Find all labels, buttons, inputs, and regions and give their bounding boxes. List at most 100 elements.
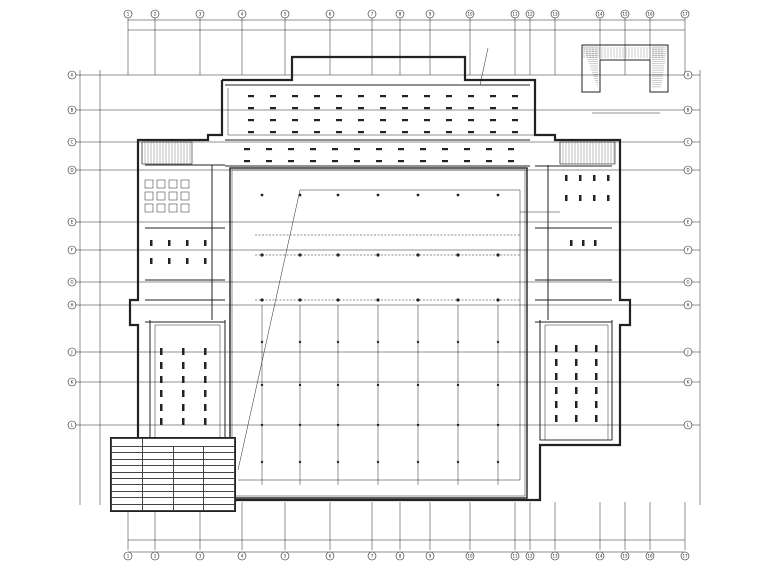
light-fixture xyxy=(336,131,342,134)
light-fixture xyxy=(358,107,364,110)
light-fixture xyxy=(464,148,470,151)
light-fixture xyxy=(248,107,254,110)
light-fixture xyxy=(582,240,585,246)
light-fixture xyxy=(420,160,426,163)
grid-bubble xyxy=(425,9,435,19)
grid-bubble xyxy=(325,9,335,19)
grid-bubble-label: 8 xyxy=(399,554,402,559)
grid-bubble-label: 7 xyxy=(371,554,374,559)
light-fixture xyxy=(186,240,189,246)
light-fixture xyxy=(182,362,185,369)
grid-bubble xyxy=(683,165,693,175)
light-fixture xyxy=(575,373,578,380)
light-fixture xyxy=(204,404,207,411)
pendant-light xyxy=(298,298,302,302)
grid-bubble-label: 6 xyxy=(329,554,332,559)
light-fixture xyxy=(555,415,558,422)
grid-bubble xyxy=(645,551,655,561)
grid-bubble-label: 12 xyxy=(527,554,533,559)
light-fixture xyxy=(575,401,578,408)
light-fixture xyxy=(270,95,276,98)
light-fixture xyxy=(314,131,320,134)
grid-bubble xyxy=(595,551,605,561)
light-fixture xyxy=(446,131,452,134)
grid-bubble-label: G xyxy=(70,280,73,285)
light-fixture xyxy=(182,376,185,383)
grid-bubble-label: 8 xyxy=(399,12,402,17)
light-fixture xyxy=(160,362,163,369)
legend-cell xyxy=(203,490,235,499)
light-fixture xyxy=(168,240,171,246)
grid-bubble xyxy=(67,70,77,80)
grid-bubble-label: H xyxy=(686,303,689,308)
grid-bubble xyxy=(645,9,655,19)
legend-row xyxy=(111,452,235,460)
circuit-line xyxy=(237,189,521,481)
light-fixture xyxy=(575,345,578,352)
grid-bubble-label: G xyxy=(686,280,689,285)
light-fixture xyxy=(575,415,578,422)
grid-bubble-label: 12 xyxy=(527,12,533,17)
light-fixture xyxy=(555,387,558,394)
light-fixture xyxy=(182,418,185,425)
circuit-line xyxy=(227,88,536,136)
legend-cell xyxy=(141,503,174,511)
grid-bubble xyxy=(510,9,520,19)
light-fixture xyxy=(402,119,408,122)
light-fixture xyxy=(244,148,250,151)
toilet-fixture xyxy=(180,203,190,213)
main-hall-wall xyxy=(229,167,528,499)
light-fixture xyxy=(204,362,207,369)
light-fixture xyxy=(424,95,430,98)
light-fixture xyxy=(380,131,386,134)
grid-bubble xyxy=(683,245,693,255)
grid-bubble-label: H xyxy=(70,303,73,308)
light-fixture xyxy=(565,175,568,181)
light-fixture xyxy=(376,160,382,163)
grid-bubble-label: 4 xyxy=(241,12,244,17)
legend-row xyxy=(111,445,235,454)
grid-bubble-label: B xyxy=(687,108,690,113)
toilet-fixture xyxy=(144,203,154,213)
grid-bubble-label: 15 xyxy=(622,12,628,17)
light-fixture xyxy=(248,131,254,134)
light-fixture xyxy=(160,390,163,397)
light-fixture xyxy=(204,418,207,425)
light-fixture xyxy=(464,160,470,163)
grid-bubble xyxy=(67,105,77,115)
grid-bubble-label: 13 xyxy=(552,12,558,17)
light-fixture xyxy=(204,348,207,355)
pendant-light xyxy=(416,193,420,197)
grid-bubble xyxy=(683,217,693,227)
toilet-fixture xyxy=(180,191,190,201)
grid-bubble-label: E xyxy=(687,220,690,225)
light-fixture xyxy=(402,107,408,110)
light-fixture xyxy=(490,119,496,122)
light-fixture xyxy=(446,119,452,122)
grid-bubble-label: 17 xyxy=(682,12,688,17)
lighting-fixtures xyxy=(150,95,610,464)
stairwell xyxy=(141,141,193,165)
toilet-fixture xyxy=(144,179,154,189)
grid-bubble xyxy=(683,277,693,287)
light-fixture xyxy=(288,148,294,151)
grid-bubble xyxy=(325,551,335,561)
pendant-light xyxy=(496,193,500,197)
light-fixture xyxy=(204,258,207,264)
legend-row xyxy=(111,471,235,479)
light-fixture xyxy=(270,119,276,122)
grid-bubble-label: 14 xyxy=(597,554,603,559)
light-fixture xyxy=(182,390,185,397)
grid-bubble xyxy=(680,551,690,561)
grid-bubble-label: 9 xyxy=(429,554,432,559)
light-fixture xyxy=(160,418,163,425)
grid-bubble-label: 10 xyxy=(467,12,473,17)
light-fixture xyxy=(579,195,582,201)
grid-bubble-label: 16 xyxy=(647,554,653,559)
light-fixture xyxy=(358,131,364,134)
light-fixture xyxy=(186,258,189,264)
grid-bubble-label: 6 xyxy=(329,12,332,17)
grid-axis-bubbles: 1122334455667788991010111112121313141415… xyxy=(67,9,693,561)
light-fixture xyxy=(424,119,430,122)
